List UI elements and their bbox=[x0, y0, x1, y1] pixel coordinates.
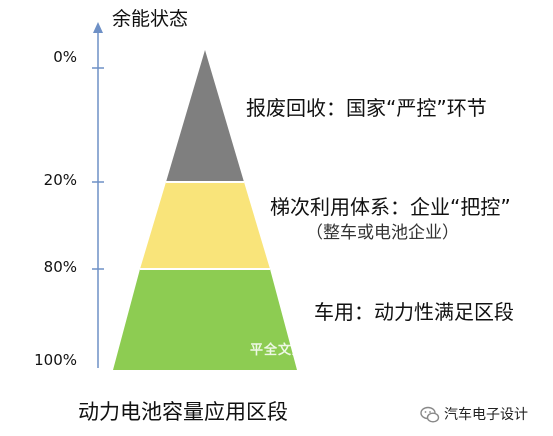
segment-label-recycling: 报废回收：国家“严控”环节 bbox=[246, 96, 487, 120]
axis-arrow-icon bbox=[93, 22, 103, 33]
axis-title: 余能状态 bbox=[112, 8, 189, 30]
segment-sublabel-echelon: （整车或电池企业） bbox=[306, 223, 459, 243]
segment-label-echelon: 梯次利用体系：企业“把控” bbox=[270, 195, 511, 219]
tick-label-100: 100% bbox=[34, 351, 77, 369]
segment-recycling bbox=[166, 50, 244, 182]
tick-label-80: 80% bbox=[43, 258, 77, 276]
watermark-text: 平全文原创 bbox=[250, 343, 321, 358]
tick-label-20: 20% bbox=[43, 171, 77, 189]
segment-echelon-use bbox=[140, 182, 270, 269]
segment-label-vehicle: 车用：动力性满足区段 bbox=[314, 300, 514, 324]
segment-vehicle-use bbox=[113, 269, 297, 370]
tick-label-0: 0% bbox=[53, 48, 77, 66]
brand-name: 汽车电子设计 bbox=[444, 407, 528, 423]
wechat-icon bbox=[420, 406, 440, 423]
diagram-caption: 动力电池容量应用区段 bbox=[78, 400, 288, 424]
